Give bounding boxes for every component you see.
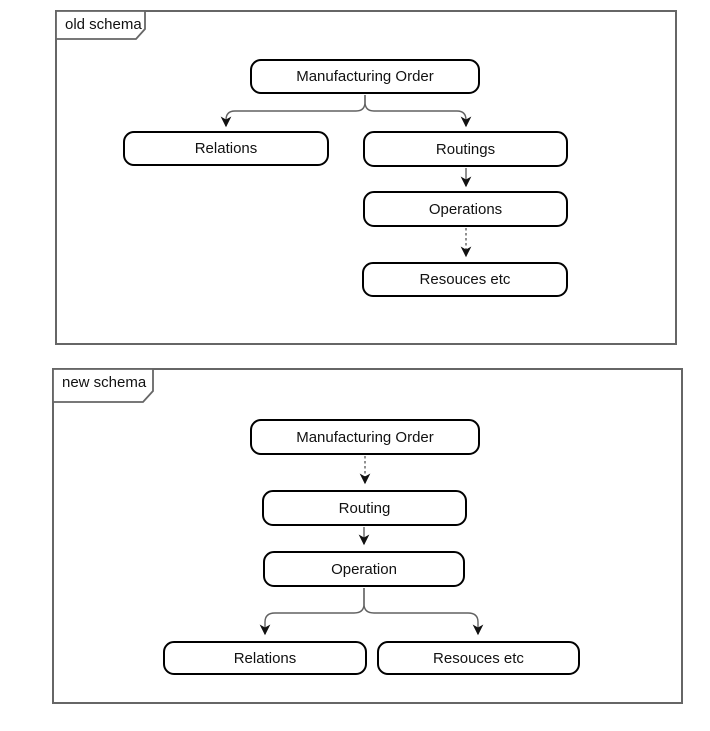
- node-label: Resouces etc: [419, 271, 511, 288]
- frame-new-schema-label: new schema: [62, 374, 147, 391]
- node-new-manufacturing-order: Manufacturing Order: [250, 419, 480, 455]
- node-new-relations: Relations: [163, 641, 367, 675]
- node-new-operation: Operation: [263, 551, 465, 587]
- node-old-relations: Relations: [123, 131, 329, 166]
- node-label: Relations: [194, 140, 258, 157]
- node-old-resources-etc: Resouces etc: [362, 262, 568, 297]
- node-label: Operations: [428, 200, 503, 218]
- node-label: Manufacturing Order: [296, 428, 434, 446]
- node-label: Relations: [233, 649, 297, 667]
- node-label: Routings: [435, 140, 496, 158]
- frame-old-schema-tab: [55, 10, 146, 40]
- frame-new-schema-tab: [52, 368, 154, 403]
- node-new-resources-etc: Resouces etc: [377, 641, 580, 675]
- node-label: Routing: [338, 499, 391, 517]
- frame-old-schema-label: old schema: [65, 16, 142, 33]
- node-old-routings: Routings: [363, 131, 568, 167]
- node-old-operations: Operations: [363, 191, 568, 227]
- node-old-manufacturing-order: Manufacturing Order: [250, 59, 480, 94]
- node-label: Operation: [331, 560, 397, 578]
- node-label: Resouces etc: [433, 649, 524, 667]
- node-label: Manufacturing Order: [296, 68, 434, 85]
- node-new-routing: Routing: [262, 490, 467, 526]
